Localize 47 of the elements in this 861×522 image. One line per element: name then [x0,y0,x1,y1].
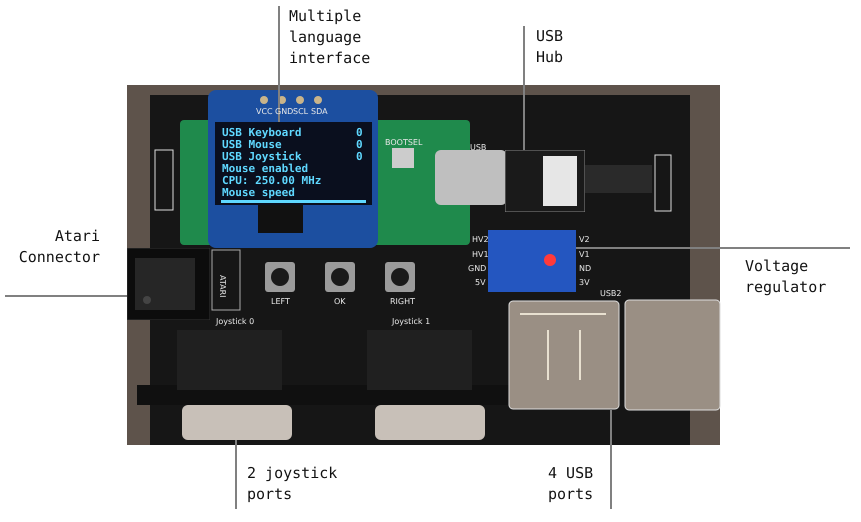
screen-text: 0 [356,139,363,150]
connector-label: Joystick 1 [392,317,430,326]
connector-label: ATARI [218,275,227,298]
pin-label: HV2 [472,235,489,244]
oled-display [215,122,372,205]
leader-line [610,410,612,509]
pin-label: HV1 [472,250,489,259]
screen-text: 0 [356,127,363,138]
leader-line [5,295,127,297]
pin-label: V1 [579,250,590,259]
pin-label: V2 [579,235,590,244]
callout-text: 4 USB ports [548,463,611,509]
button-label: BOOTSEL [385,138,422,147]
pin-label: GND [468,264,486,273]
button-label: RIGHT [390,297,416,306]
pin-label: 5V [475,278,486,287]
callout-text: Voltage regulator [745,248,850,298]
screen-text: USB Keyboard [222,127,302,138]
screen-text: 0 [356,151,363,162]
atari-connector [127,248,210,320]
pin-label: 3V [579,278,590,287]
callout-text: 2 joystick ports [236,463,356,509]
screen-text: USB Joystick [222,151,302,162]
leader-line [278,6,280,122]
leader-line [576,247,850,249]
connector-label: Joystick 0 [216,317,254,326]
pin-label: ND [579,264,592,273]
pin-label: GND [275,107,294,116]
leader-line [523,26,525,150]
usb-hub-module [505,150,585,212]
callout-text: Multiple language interface [279,6,391,70]
screen-text: Mouse speed [222,187,295,198]
screen-text: CPU: 250.00 MHz [222,175,322,186]
port-label: USB [470,143,486,152]
usb-port [508,300,620,410]
callout-text: Atari Connector [5,226,100,296]
callout-text: USB Hub [524,26,576,70]
button-label: OK [334,297,346,306]
pin-label: VCC [256,107,273,116]
button-label: LEFT [271,297,290,306]
pin-label: SCL [293,107,308,116]
port-label: USB2 [600,289,622,298]
pin-label: SDA [311,107,328,116]
screen-text: USB Mouse [222,139,282,150]
voltage-regulator-module [488,230,576,292]
leader-line [235,440,237,509]
screen-text: Mouse enabled [222,163,308,174]
